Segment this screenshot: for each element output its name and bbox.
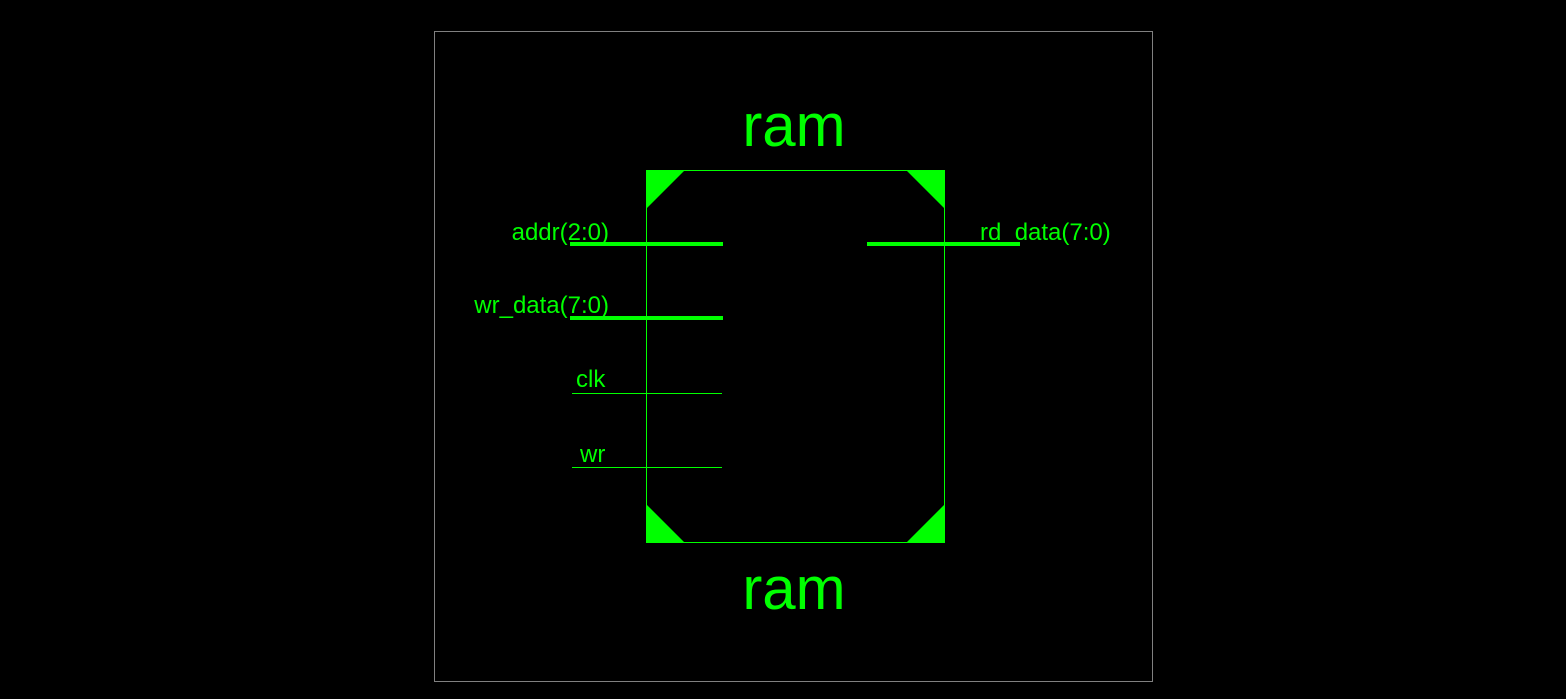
corner-marker-top-right (906, 170, 945, 209)
port-wr-label: wr (579, 441, 605, 468)
corner-marker-bottom-left (646, 504, 685, 543)
port-clk-label: clk (576, 366, 606, 393)
instance-name-label: ram (742, 92, 845, 159)
ram-symbol[interactable] (646, 170, 945, 543)
port-wr-data[interactable]: wr_data(7:0) (473, 292, 723, 320)
port-addr[interactable]: addr(2:0) (512, 219, 723, 246)
symbol-body (646, 170, 945, 543)
port-wr-data-label: wr_data(7:0) (473, 292, 609, 319)
port-addr-label: addr(2:0) (512, 219, 609, 246)
module-name-label: ram (742, 555, 845, 622)
corner-marker-top-left (646, 170, 685, 209)
corner-marker-bottom-right (906, 504, 945, 543)
port-wr[interactable]: wr (572, 441, 722, 468)
sheet-frame (434, 31, 1153, 682)
port-clk[interactable]: clk (572, 366, 722, 394)
port-rd-data-label: rd_data(7:0) (980, 219, 1111, 246)
port-rd-data[interactable]: rd_data(7:0) (867, 219, 1111, 246)
